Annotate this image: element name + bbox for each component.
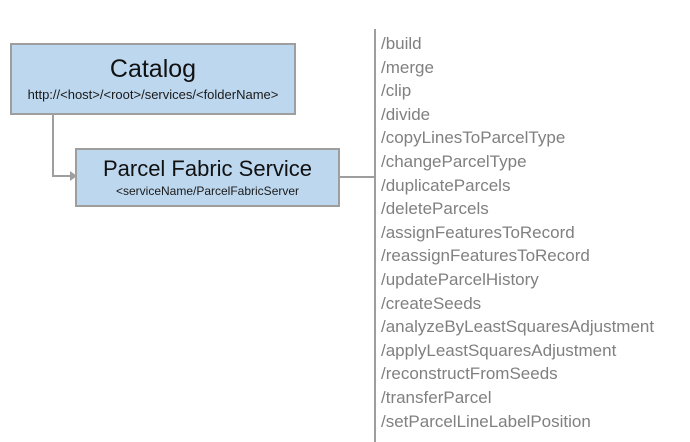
operation-item[interactable]: /analyzeByLeastSquaresAdjustment (381, 317, 655, 337)
operation-item[interactable]: /setParcelLineLabelPosition (381, 411, 591, 431)
catalog-node[interactable]: Catalog http://<host>/<root>/services/<f… (10, 43, 296, 115)
catalog-node-url: http://<host>/<root>/services/<folderNam… (27, 87, 279, 103)
service-node-url: <serviceName/ParcelFabricServer (115, 183, 300, 198)
connector-service-to-operations (340, 176, 375, 178)
arrow-right-icon (70, 171, 77, 181)
operation-item[interactable]: /changeParcelType (381, 151, 527, 171)
operation-item[interactable]: /reconstructFromSeeds (381, 364, 558, 384)
operation-item[interactable]: /createSeeds (381, 293, 482, 313)
operation-item[interactable]: /duplicateParcels (381, 175, 511, 195)
service-node-title: Parcel Fabric Service (102, 156, 313, 182)
operation-item[interactable]: /reassignFeaturesToRecord (381, 246, 590, 266)
operation-item[interactable]: /deleteParcels (381, 199, 489, 219)
operation-item[interactable]: /assignFeaturesToRecord (381, 222, 575, 242)
operation-item[interactable]: /clip (381, 81, 412, 101)
catalog-node-title: Catalog (109, 54, 197, 83)
connector-catalog-to-service-vertical (52, 114, 54, 177)
parcel-fabric-service-node[interactable]: Parcel Fabric Service <serviceName/Parce… (75, 148, 340, 207)
operation-item[interactable]: /transferParcel (381, 387, 492, 407)
operations-rail-divider (374, 29, 376, 442)
operation-item[interactable]: /copyLinesToParcelType (381, 128, 566, 148)
operations-list: /build/merge/clip/divide/copyLinesToParc… (381, 32, 681, 433)
operation-item[interactable]: /build (381, 34, 422, 53)
operation-item[interactable]: /merge (381, 57, 434, 77)
operation-item[interactable]: /updateParcelHistory (381, 269, 539, 289)
operation-item[interactable]: /divide (381, 104, 431, 124)
connector-catalog-to-service-horizontal (52, 175, 74, 177)
operation-item[interactable]: /applyLeastSquaresAdjustment (381, 340, 617, 360)
